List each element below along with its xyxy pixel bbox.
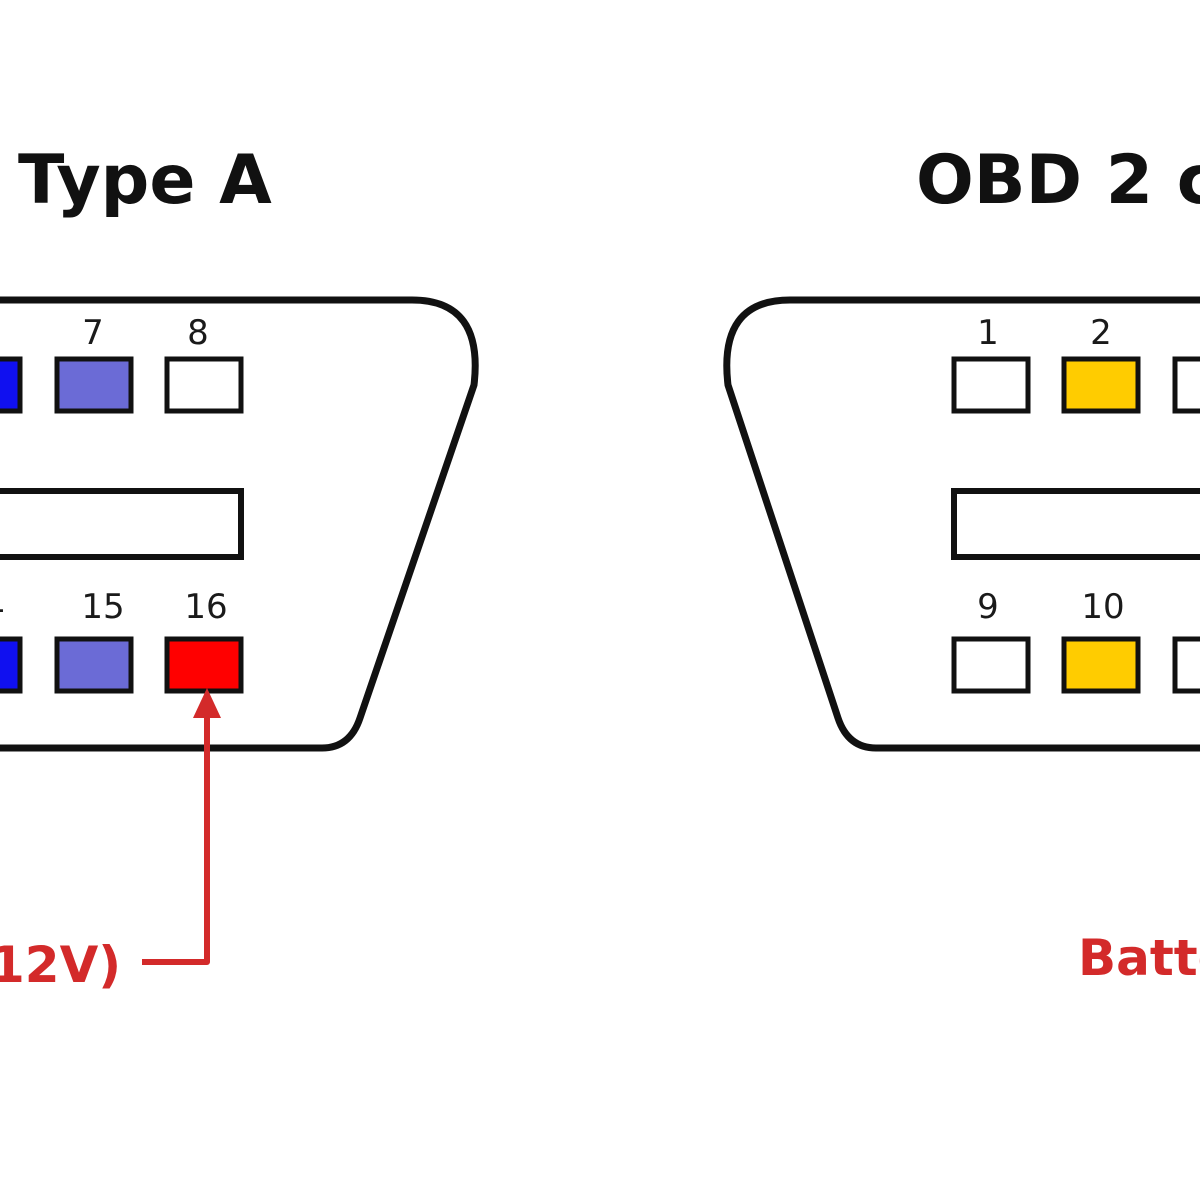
pin-3 (1172, 356, 1200, 414)
pin-16 (164, 636, 244, 694)
pin-7 (54, 356, 134, 414)
pin-number-15: 15 (81, 587, 124, 627)
pin-2 (1061, 356, 1141, 414)
pin-number-1: 1 (977, 313, 999, 353)
pin-number-7: 7 (82, 313, 104, 353)
pin-1 (951, 356, 1031, 414)
left-connector-title: Type A (18, 141, 272, 220)
right-connector-title: OBD 2 c (916, 141, 1200, 220)
left-callout-arrow (142, 688, 221, 965)
pin-10 (1061, 636, 1141, 694)
pin-number-10: 10 (1081, 587, 1124, 627)
pin-number-16: 16 (184, 587, 227, 627)
pin-9 (951, 636, 1031, 694)
right-connector: OBD 2 c 1 2 3 9 10 1 Batte (723, 141, 1200, 987)
pin-number-14: 4 (0, 587, 5, 627)
right-callout-label: Batte (1078, 929, 1200, 987)
right-connector-outline (723, 296, 1200, 752)
pin-8 (164, 356, 244, 414)
pin-number-2: 2 (1090, 313, 1112, 353)
pin-15 (54, 636, 134, 694)
left-connector: Type A 7 8 4 15 16 12V) (0, 141, 479, 994)
pin-6 (0, 356, 23, 414)
pin-number-8: 8 (187, 313, 209, 353)
left-callout-label: 12V) (0, 936, 121, 994)
left-connector-key-slot (0, 488, 244, 560)
left-connector-outline (0, 296, 479, 752)
pin-14 (0, 636, 23, 694)
pin-number-9: 9 (977, 587, 999, 627)
pin-11 (1172, 636, 1200, 694)
right-connector-key-slot (951, 488, 1200, 560)
